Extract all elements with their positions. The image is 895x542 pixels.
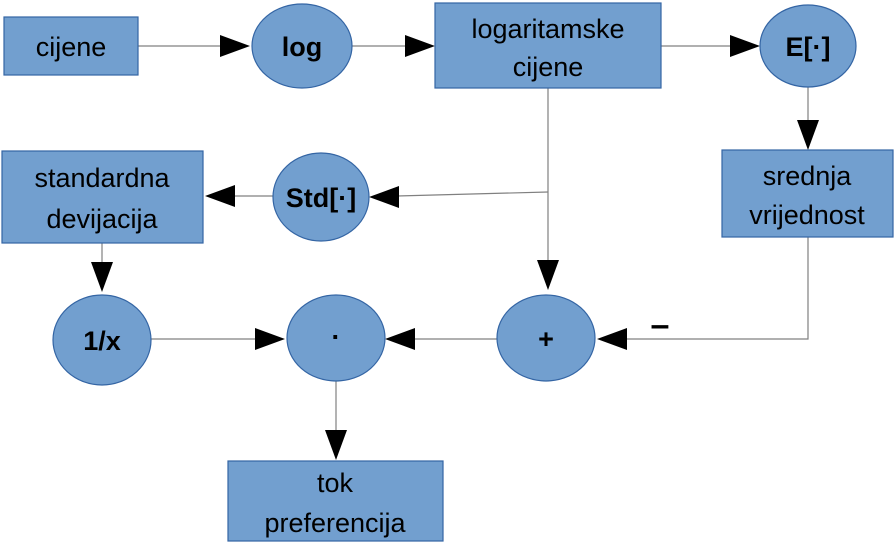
node-logaritamske-cijene: logaritamske cijene	[434, 2, 662, 89]
node-label-line1: srednja	[763, 161, 853, 191]
node-label-line1: tok	[317, 468, 354, 498]
arrowhead	[255, 328, 285, 350]
arrowhead	[597, 328, 627, 350]
node-label-line1: standardna	[34, 163, 170, 193]
node-box	[1, 150, 204, 244]
node-circle	[759, 4, 857, 88]
node-circle	[286, 294, 386, 382]
node-label: 1/x	[83, 326, 121, 356]
arrowhead	[205, 185, 235, 207]
node-box	[721, 149, 894, 238]
node-box	[3, 16, 139, 76]
arrowhead	[797, 120, 819, 150]
node-standardna-devijacija: standardna devijacija	[1, 150, 204, 244]
node-label: log	[282, 32, 323, 62]
arrowhead	[325, 430, 347, 460]
edge-srednja-to-plus	[625, 237, 809, 340]
node-multiply: ·	[286, 294, 386, 382]
arrowhead	[91, 262, 113, 292]
node-box	[434, 2, 662, 89]
minus-sign-label: –	[651, 306, 670, 344]
node-cijene: cijene	[3, 16, 139, 76]
node-std: Std[·]	[272, 152, 370, 242]
node-label: +	[538, 324, 554, 354]
node-plus: +	[496, 294, 596, 382]
node-tok-preferencija: tok preferencija	[227, 460, 444, 542]
node-label: cijene	[36, 32, 107, 62]
node-label-line2: preferencija	[264, 508, 406, 538]
node-label-line2: vrijednost	[749, 200, 865, 230]
node-circle	[272, 152, 370, 242]
arrowhead	[730, 35, 760, 57]
node-label-line1: logaritamske	[471, 14, 624, 44]
node-expectation: E[·]	[759, 4, 857, 88]
arrowhead	[385, 328, 415, 350]
node-circle	[496, 294, 596, 382]
node-circle	[52, 294, 152, 386]
node-label-line2: cijene	[513, 52, 584, 82]
arrowhead	[405, 35, 435, 57]
node-srednja-vrijednost: srednja vrijednost	[721, 149, 894, 238]
node-label: ·	[332, 322, 341, 352]
node-circle	[251, 3, 353, 89]
edge-junction-to-std	[396, 191, 549, 197]
node-reciprocal: 1/x	[52, 294, 152, 386]
arrowhead	[220, 35, 250, 57]
edges	[91, 35, 819, 460]
node-label-line2: devijacija	[46, 204, 158, 234]
arrowhead	[369, 186, 399, 208]
arrowhead	[537, 260, 559, 290]
node-label: E[·]	[786, 32, 831, 62]
node-log: log	[251, 3, 353, 89]
node-label: Std[·]	[286, 183, 356, 213]
node-box	[227, 460, 444, 542]
